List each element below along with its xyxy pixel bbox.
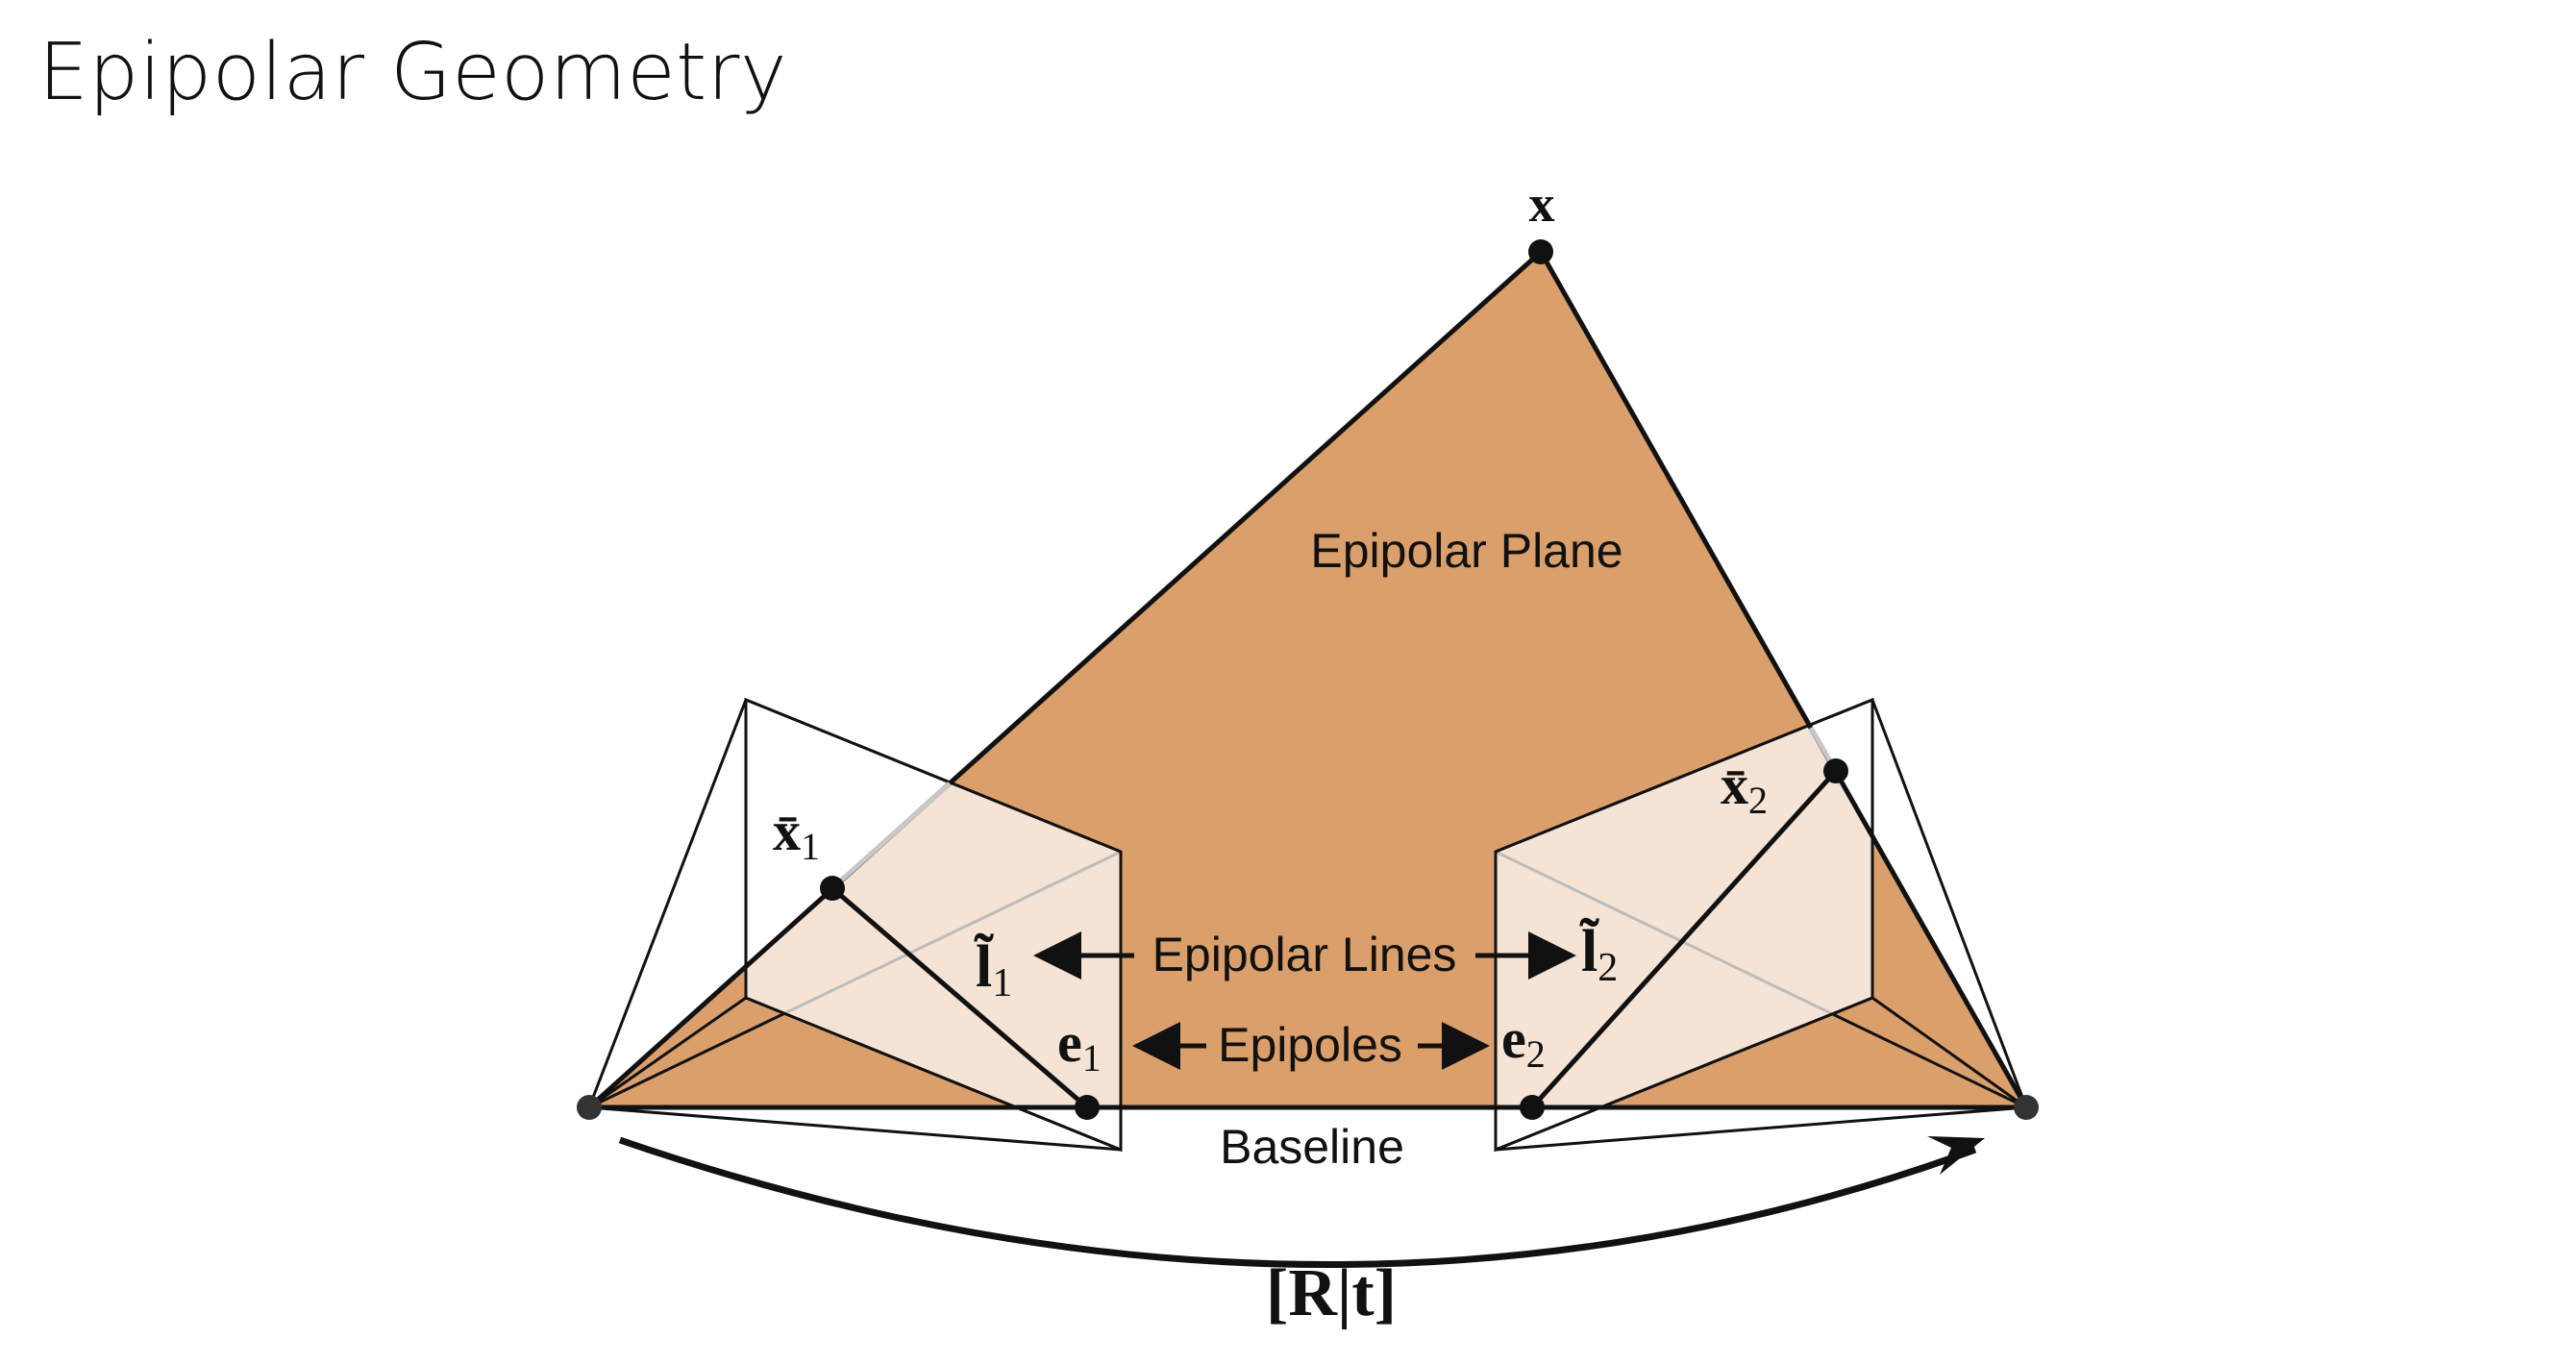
point-x1 (820, 876, 845, 901)
point-x (1528, 239, 1553, 264)
label-epipolar-plane: Epipolar Plane (1310, 524, 1622, 578)
label-point-x: x (1529, 175, 1555, 233)
label-epipoles: Epipoles (1218, 1018, 1402, 1072)
epipolar-line-1 (830, 886, 1089, 1109)
ray-right-to-x (1538, 250, 2029, 1109)
label-x2: x̄2 (1721, 754, 1768, 822)
label-x1: x̄1 (773, 800, 820, 868)
label-motion-rt: [R|t] (1266, 1256, 1397, 1330)
slide-title: Epipolar Geometry (38, 27, 788, 118)
epipole-e2 (1520, 1095, 1545, 1120)
label-e2: e2 (1501, 1007, 1546, 1076)
label-l2: l̃2 (1579, 917, 1618, 990)
left-image-plane (744, 697, 1123, 1153)
point-x2 (1823, 758, 1848, 783)
camera-center-2 (2014, 1095, 2039, 1120)
label-l1: l̃1 (974, 932, 1012, 1005)
camera-center-1 (577, 1095, 602, 1120)
epipole-e1 (1075, 1095, 1100, 1120)
ray-left-occluded (830, 782, 952, 890)
label-epipolar-lines: Epipolar Lines (1152, 928, 1457, 981)
label-e1: e1 (1057, 1011, 1102, 1080)
motion-arc (618, 1136, 1977, 1269)
label-baseline: Baseline (1220, 1120, 1404, 1174)
right-image-plane (1494, 697, 1874, 1153)
ray-left-to-x (587, 250, 1543, 1109)
epipolar-line-2 (1530, 769, 1838, 1109)
motion-arc-arrowhead (1927, 1136, 1985, 1175)
